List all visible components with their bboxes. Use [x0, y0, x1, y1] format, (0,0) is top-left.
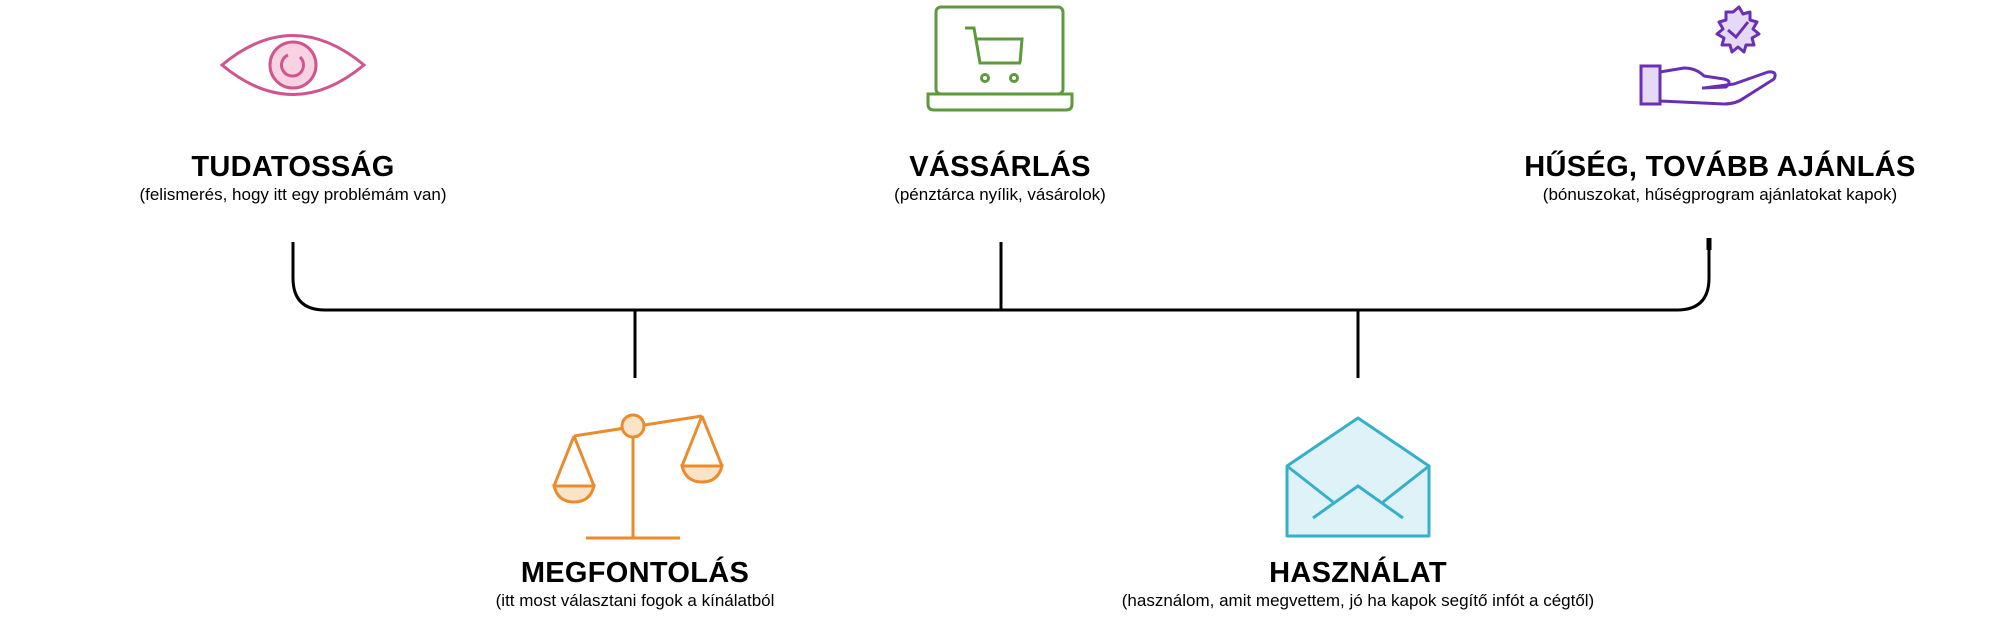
stage-awareness-title: TUDATOSSÁG: [191, 151, 395, 183]
scales-icon: [552, 413, 724, 540]
stage-loyalty-subtitle: (bónuszokat, hűségprogram ajánlatokat ka…: [1542, 185, 1898, 204]
stage-usage: HASZNÁLAT (használom, amit megvettem, jó…: [1058, 556, 1658, 612]
hand-badge-icon: [1639, 5, 1777, 106]
stage-consideration-title: MEGFONTOLÁS: [520, 557, 750, 589]
stage-consideration: MEGFONTOLÁS (itt most választani fogok a…: [435, 556, 835, 612]
stage-loyalty-title: HŰSÉG, TOVÁBB AJÁNLÁS: [1524, 151, 1916, 183]
stage-usage-title: HASZNÁLAT: [1269, 557, 1447, 589]
stage-purchase: VÁSSÁRLÁS (pénztárca nyílik, vásárolok): [800, 150, 1200, 206]
eye-icon: [219, 34, 367, 96]
stage-awareness: TUDATOSSÁG (felismerés, hogy itt egy pro…: [93, 150, 493, 206]
stage-awareness-subtitle: (felismerés, hogy itt egy problémám van): [139, 185, 447, 204]
stage-usage-subtitle: (használom, amit megvettem, jó ha kapok …: [1121, 591, 1595, 610]
envelope-icon: [1285, 416, 1431, 538]
stage-purchase-subtitle: (pénztárca nyílik, vásárolok): [894, 185, 1106, 204]
stage-purchase-title: VÁSSÁRLÁS: [909, 151, 1091, 183]
laptop-cart-icon: [926, 5, 1074, 112]
stage-consideration-subtitle: (itt most választani fogok a kínálatból: [495, 591, 775, 610]
stage-loyalty: HŰSÉG, TOVÁBB AJÁNLÁS (bónuszokat, hűség…: [1450, 150, 1990, 206]
